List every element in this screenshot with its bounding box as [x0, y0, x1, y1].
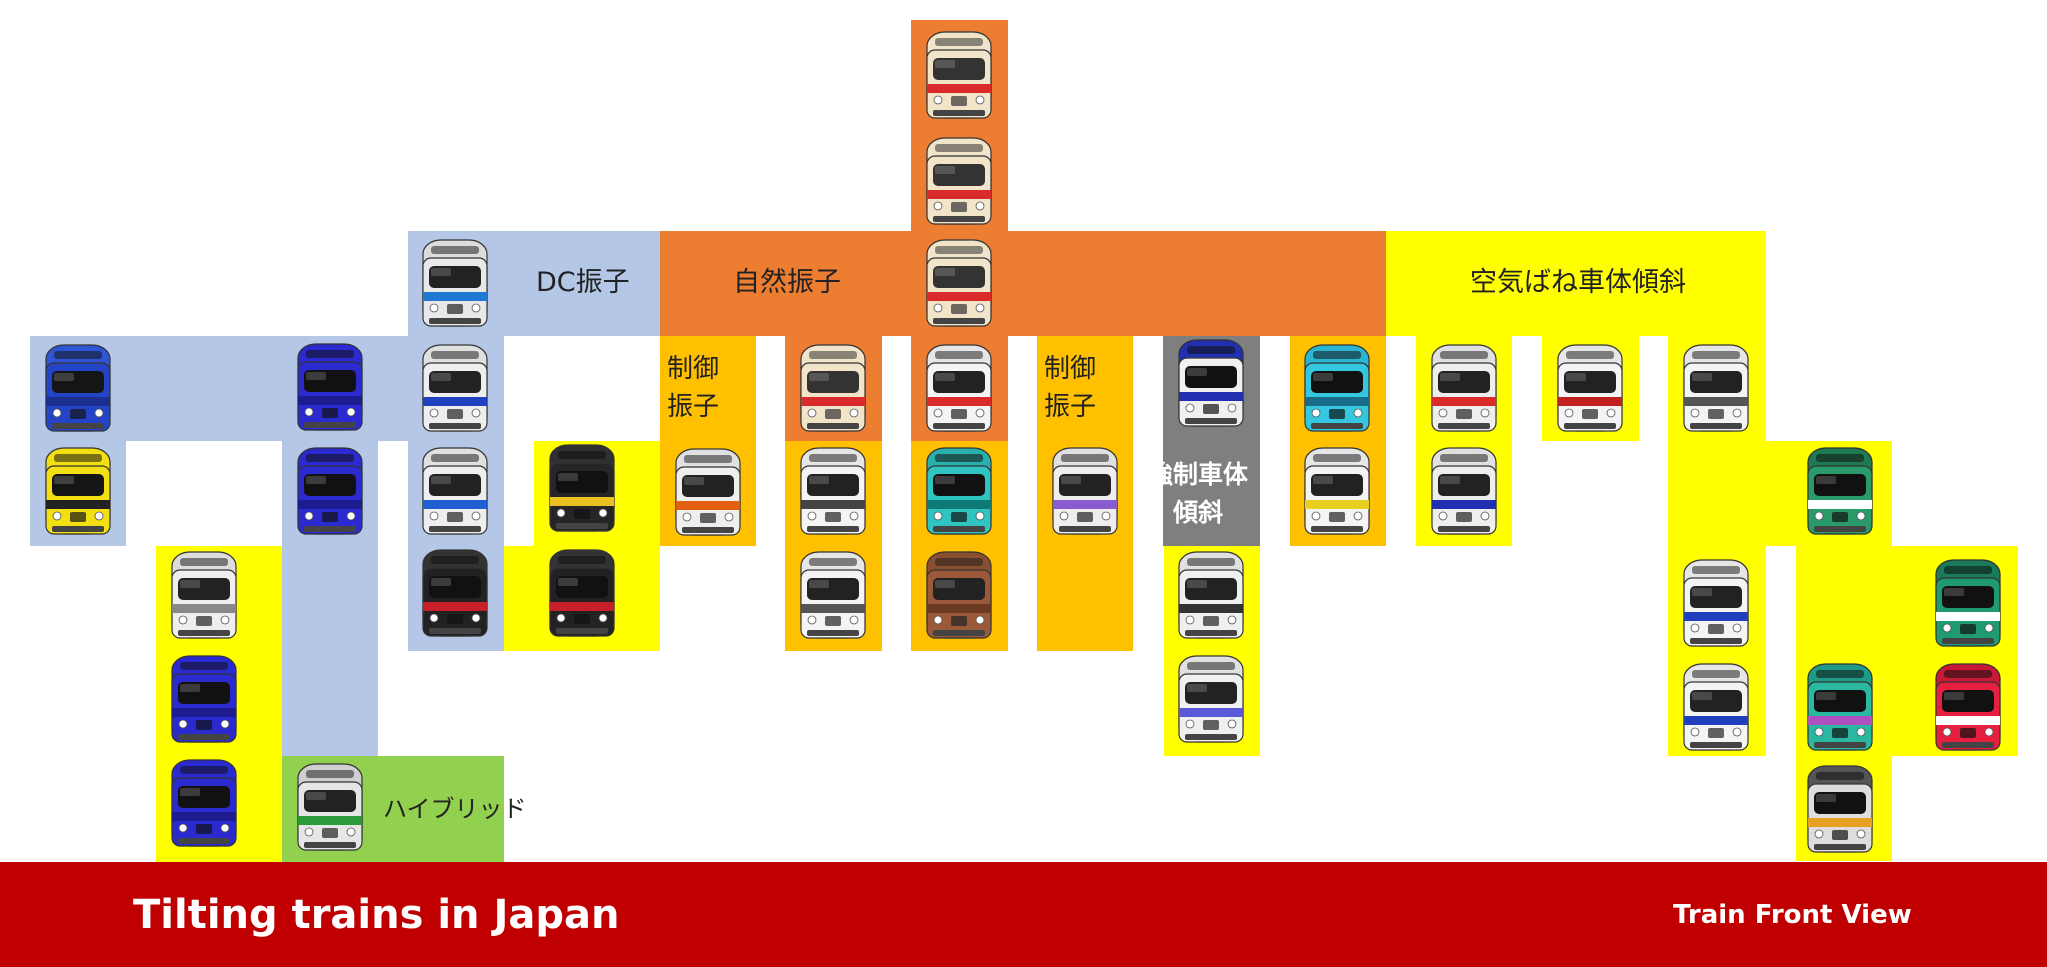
air-spring-tilt-region [1386, 231, 1766, 336]
control-pendulum-region [1132, 441, 1133, 651]
train-front-39 [1802, 660, 1878, 756]
forced-tilt-label: 強制車体 傾斜 [1147, 460, 1248, 527]
train-front-6 [40, 444, 116, 540]
air-spring-tilt-label: 空気ばね車体傾斜 [1470, 267, 1686, 298]
train-front-21 [795, 548, 871, 644]
train-front-28 [1173, 652, 1249, 748]
control-pendulum-label-right: 制御 振子 [1044, 354, 1097, 422]
natural-pendulum-label: 自然振子 [733, 267, 841, 298]
train-front-20 [795, 444, 871, 540]
control-pendulum-label-left: 制御 振子 [667, 354, 720, 422]
train-front-4 [417, 236, 493, 332]
train-front-27 [1173, 548, 1249, 644]
train-front-12 [544, 441, 620, 537]
train-front-29 [1299, 341, 1375, 437]
train-front-41 [1802, 762, 1878, 858]
train-front-5 [40, 341, 116, 437]
train-front-40 [1930, 660, 2006, 756]
train-front-2 [921, 134, 997, 230]
train-front-34 [1678, 341, 1754, 437]
train-front-19 [795, 341, 871, 437]
train-front-7 [292, 340, 368, 436]
train-front-31 [1426, 341, 1502, 437]
footer-bar [0, 862, 2047, 967]
train-front-8 [292, 444, 368, 540]
train-front-1 [921, 28, 997, 124]
train-front-35 [1802, 444, 1878, 540]
hybrid-label: ハイブリッド [383, 795, 527, 823]
footer-title: Tilting trains in Japan [133, 892, 620, 938]
train-front-15 [166, 652, 242, 748]
train-front-25 [1047, 444, 1123, 540]
natural-pendulum-region [660, 231, 1386, 336]
train-front-24 [921, 548, 997, 644]
train-front-3 [921, 236, 997, 332]
footer-brand: Train Front View [1673, 900, 1912, 930]
train-front-26 [1173, 336, 1249, 432]
train-front-22 [921, 341, 997, 437]
train-front-23 [921, 444, 997, 540]
train-front-37 [1930, 556, 2006, 652]
train-front-16 [166, 756, 242, 852]
train-front-30 [1299, 444, 1375, 540]
train-front-32 [1426, 444, 1502, 540]
train-front-36 [1678, 556, 1754, 652]
dc-pendulum-label: DC振子 [536, 267, 630, 298]
train-front-13 [544, 546, 620, 642]
train-front-14 [166, 548, 242, 644]
train-front-17 [292, 760, 368, 856]
train-front-11 [417, 546, 493, 642]
train-front-38 [1678, 660, 1754, 756]
train-front-18 [670, 445, 746, 541]
train-front-10 [417, 444, 493, 540]
train-front-33 [1552, 341, 1628, 437]
air-spring-tilt-region [504, 546, 534, 651]
train-front-9 [417, 341, 493, 437]
